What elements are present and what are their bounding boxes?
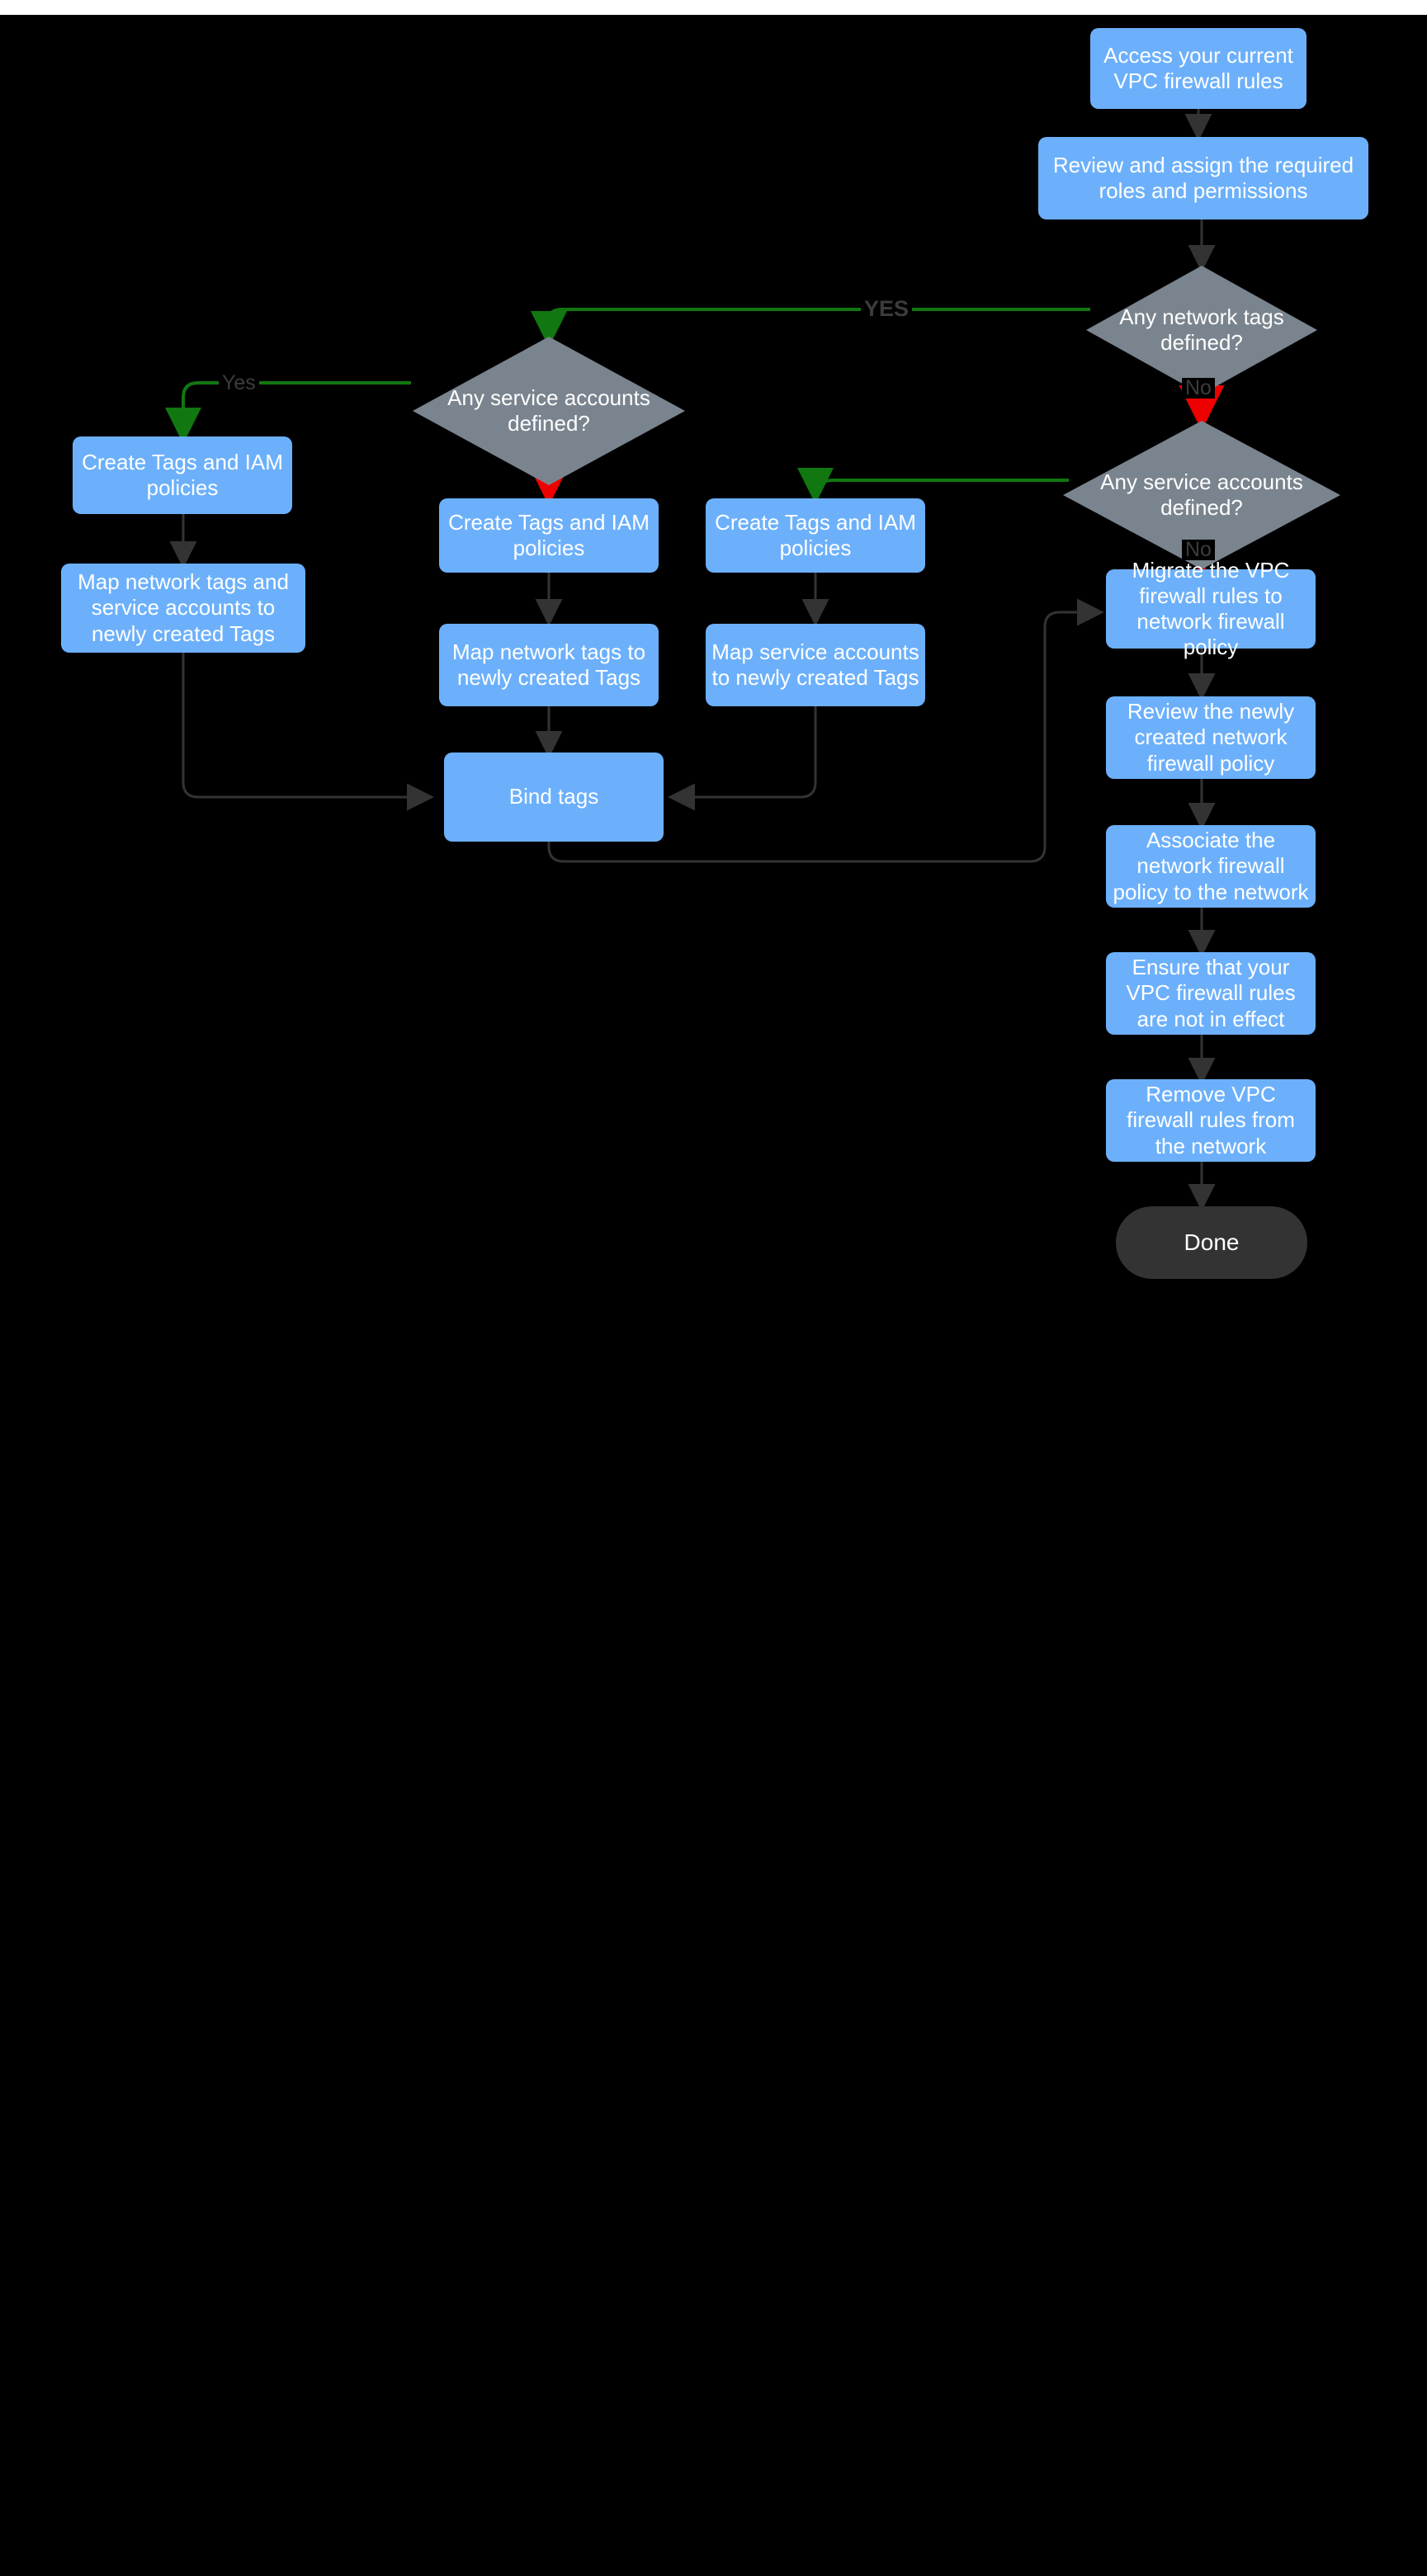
node-label: Migrate the VPC firewall rules to networ… bbox=[1132, 557, 1290, 660]
node-label: Access your current VPC firewall rules bbox=[1103, 42, 1293, 93]
node-label: Map service accounts to newly created Ta… bbox=[711, 639, 919, 690]
node-review-new-policy[interactable]: Review the newly created network firewal… bbox=[1106, 696, 1316, 779]
node-remove-vpc-rules[interactable]: Remove VPC firewall rules from the netwo… bbox=[1106, 1079, 1316, 1162]
node-label: Any service accounts defined? bbox=[1100, 469, 1303, 520]
node-label: Ensure that your VPC firewall rules are … bbox=[1126, 955, 1296, 1031]
edge-label-network-tags-yes: YES bbox=[861, 298, 913, 320]
node-map-service-accounts[interactable]: Map service accounts to newly created Ta… bbox=[706, 624, 925, 706]
node-done[interactable]: Done bbox=[1116, 1206, 1307, 1279]
flowchart-edges bbox=[165, 108, 1225, 1211]
node-map-tags-and-service-accounts[interactable]: Map network tags and service accounts to… bbox=[61, 564, 305, 653]
node-create-tags-iam-right[interactable]: Create Tags and IAM policies bbox=[706, 498, 925, 573]
edge-bind-to-migrate bbox=[547, 598, 1104, 863]
node-label: Map network tags and service accounts to… bbox=[78, 569, 289, 646]
node-label: Review the newly created network firewal… bbox=[1127, 699, 1295, 776]
node-label: Associate the network firewall policy to… bbox=[1113, 828, 1309, 904]
edge-map-both-to-bind bbox=[182, 653, 434, 811]
edge-label-service-accounts-left-yes: Yes bbox=[219, 373, 259, 394]
node-create-tags-iam-left[interactable]: Create Tags and IAM policies bbox=[73, 436, 292, 514]
node-label: Any network tags defined? bbox=[1119, 304, 1284, 355]
node-label: Map network tags to newly created Tags bbox=[451, 639, 646, 690]
node-label: Remove VPC firewall rules from the netwo… bbox=[1127, 1082, 1295, 1158]
node-label: Review and assign the required roles and… bbox=[1052, 152, 1354, 203]
edge-network-tags-yes bbox=[531, 308, 1090, 347]
node-ensure-rules-not-in-effect[interactable]: Ensure that your VPC firewall rules are … bbox=[1106, 952, 1316, 1035]
edge-service-accounts-right-yes bbox=[797, 468, 1069, 504]
node-label: Done bbox=[1184, 1229, 1240, 1256]
edge-service-accounts-left-yes bbox=[165, 381, 411, 444]
edge-map-service-to-bind bbox=[668, 705, 817, 811]
node-label: Bind tags bbox=[508, 784, 599, 809]
node-access-vpc-rules[interactable]: Access your current VPC firewall rules bbox=[1090, 28, 1307, 109]
edge-label-network-tags-no: No bbox=[1182, 378, 1215, 399]
node-label: Create Tags and IAM policies bbox=[82, 449, 283, 500]
flowchart-canvas: Access your current VPC firewall rules R… bbox=[0, 15, 1427, 2576]
node-migrate-vpc-rules[interactable]: Migrate the VPC firewall rules to networ… bbox=[1106, 558, 1316, 659]
node-map-network-tags[interactable]: Map network tags to newly created Tags bbox=[439, 624, 659, 706]
node-label: Any service accounts defined? bbox=[447, 385, 650, 436]
node-label: Create Tags and IAM policies bbox=[448, 509, 650, 560]
node-label: Create Tags and IAM policies bbox=[715, 509, 916, 560]
node-associate-policy-to-network[interactable]: Associate the network firewall policy to… bbox=[1106, 825, 1316, 908]
edge-label-service-accounts-right-no: No bbox=[1182, 540, 1215, 560]
node-create-tags-iam-middle[interactable]: Create Tags and IAM policies bbox=[439, 498, 659, 573]
node-review-assign-roles[interactable]: Review and assign the required roles and… bbox=[1038, 137, 1368, 219]
node-bind-tags[interactable]: Bind tags bbox=[444, 753, 664, 842]
